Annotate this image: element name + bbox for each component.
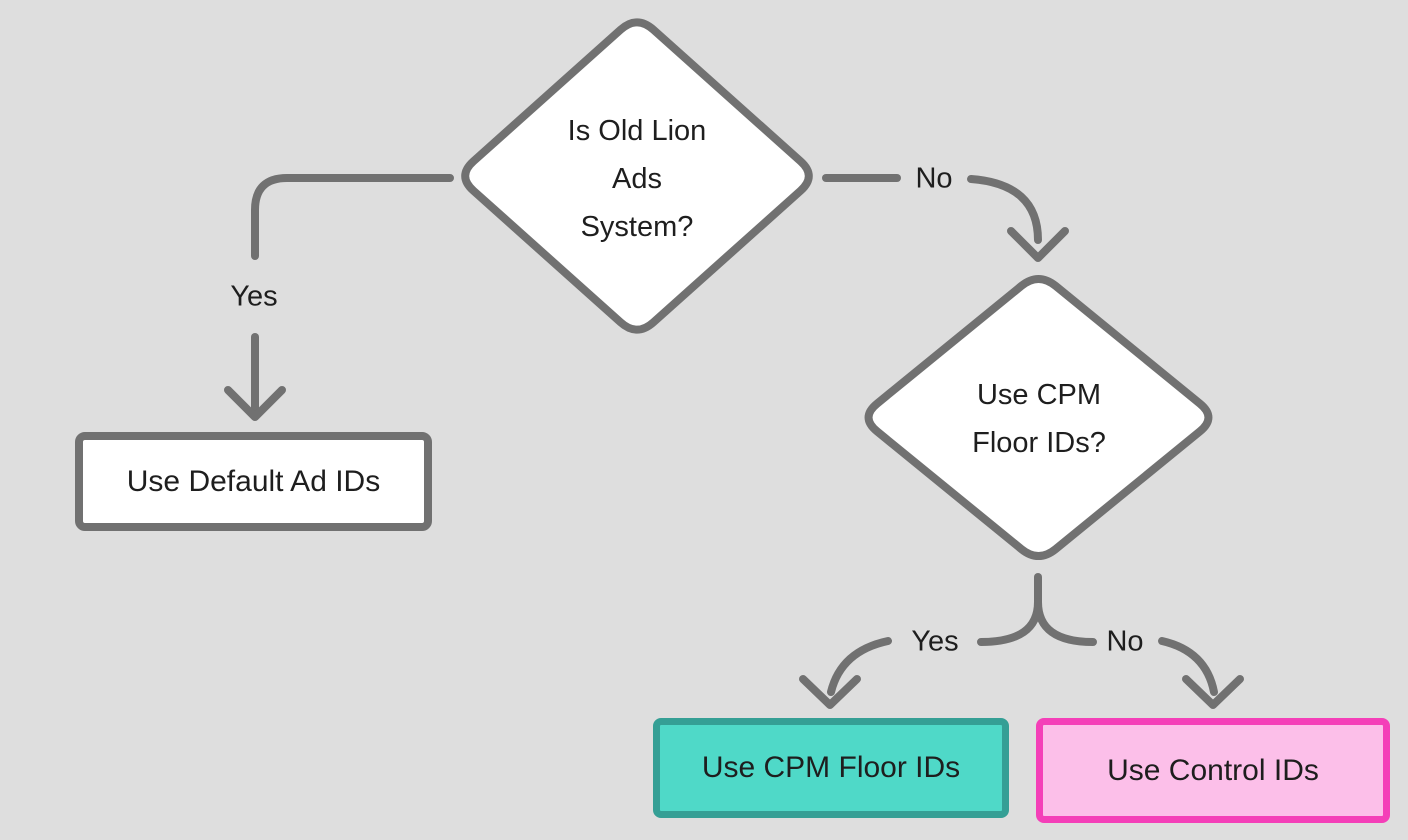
- result-node-control-ids: Use Control IDs: [1036, 718, 1390, 823]
- arrowhead-down-icon: [224, 386, 286, 421]
- edge-cpm-yes-curve: [827, 637, 892, 696]
- decision-cpm-floor-line2: Floor IDs?: [972, 427, 1106, 459]
- result-node-cpm-floor-ids-label: Use CPM Floor IDs: [701, 751, 961, 784]
- decision-old-lion-label: Is Old Lion Ads System?: [487, 107, 787, 251]
- edge-label-cpm-yes: Yes: [911, 625, 959, 658]
- arrowhead-down-icon: [1007, 227, 1069, 262]
- arrowhead-down-left-icon: [799, 675, 861, 709]
- edge-cpm-split-right: [1034, 598, 1097, 646]
- decision-cpm-floor-line1: Use CPM: [976, 379, 1102, 411]
- decision-cpm-floor-label: Use CPM Floor IDs?: [889, 371, 1189, 467]
- decision-node-old-lion: [461, 18, 813, 334]
- decision-old-lion-line1: Is Old Lion: [567, 115, 707, 147]
- decision-node-cpm-floor: [864, 274, 1213, 561]
- edge-cpm-split-left: [977, 598, 1042, 646]
- decision-old-lion-line2: Ads: [612, 163, 662, 195]
- edge-label-old-lion-yes: Yes: [230, 280, 278, 313]
- edge-label-cpm-no: No: [1106, 625, 1144, 658]
- result-node-default-ad-ids-label: Use Default Ad IDs: [126, 464, 381, 498]
- edge-label-old-lion-no: No: [915, 162, 953, 195]
- decision-old-lion-line3: System?: [580, 211, 694, 243]
- result-node-cpm-floor-ids: Use CPM Floor IDs: [653, 718, 1009, 818]
- edge-cpm-no-curve: [1158, 637, 1218, 696]
- arrowhead-down-right-icon: [1182, 675, 1244, 709]
- edge-old-lion-no-curve: [967, 175, 1042, 244]
- result-node-control-ids-label: Use Control IDs: [1107, 753, 1319, 787]
- result-node-default-ad-ids: Use Default Ad IDs: [75, 432, 432, 531]
- edge-old-lion-yes-segment: [251, 174, 454, 260]
